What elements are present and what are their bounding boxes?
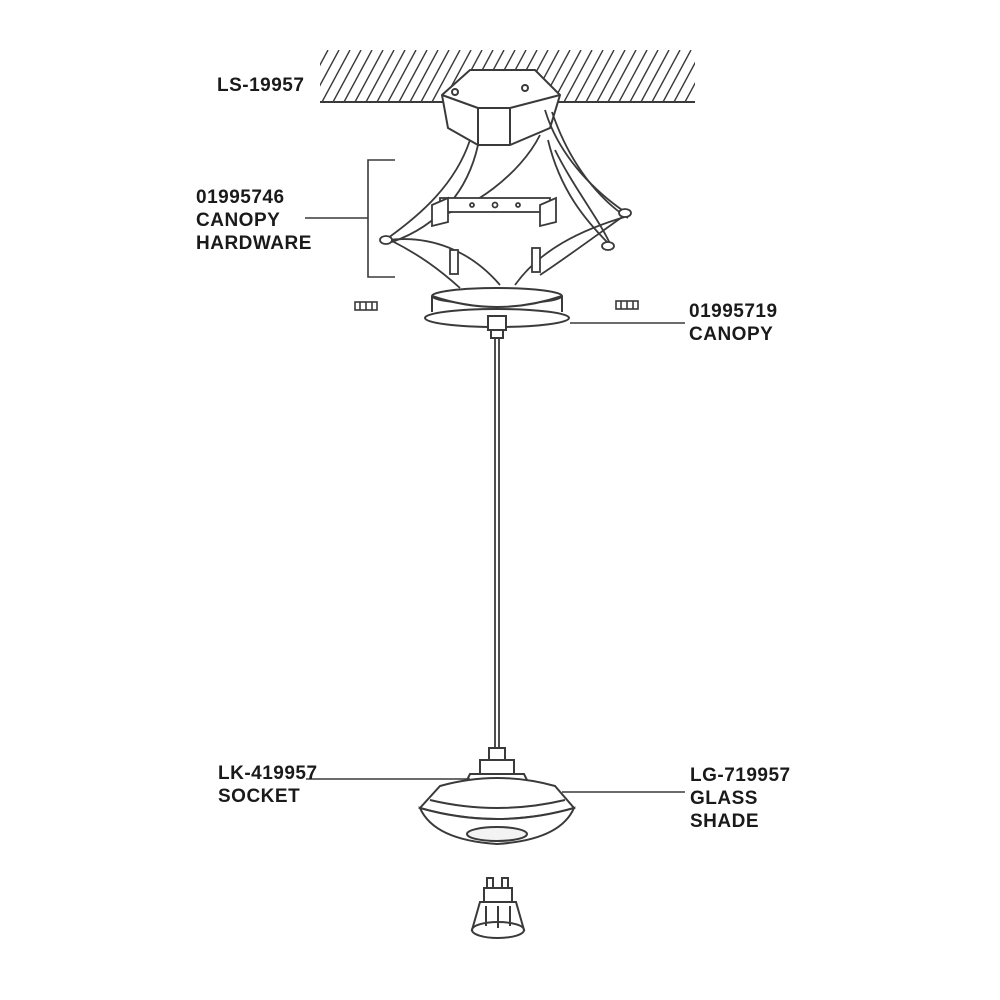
hatch-line xyxy=(596,50,626,102)
canopy-hardware-name-line1: CANOPY xyxy=(196,210,281,231)
hatch-line xyxy=(729,50,757,102)
socket-name: SOCKET xyxy=(218,786,301,807)
hatch-line xyxy=(321,50,351,102)
hatch-line xyxy=(662,50,692,102)
socket xyxy=(464,747,530,783)
canopy-label: 01995719 CANOPY xyxy=(689,300,778,346)
canopy-hardware xyxy=(379,109,632,289)
hatch-line xyxy=(420,50,450,102)
hatch-line xyxy=(365,50,395,102)
hatch-line xyxy=(354,50,384,102)
canopy-part-number: 01995719 xyxy=(689,301,778,322)
glass-shade-label: LG-719957 GLASS SHADE xyxy=(690,764,791,833)
ceiling-label: LS-19957 xyxy=(217,74,304,97)
socket-part-number: LK-419957 xyxy=(218,763,318,784)
glass-shade xyxy=(418,777,576,846)
gu10-bulb xyxy=(470,877,526,939)
hatch-line xyxy=(684,81,695,102)
hatch-line xyxy=(563,50,593,102)
hatch-line xyxy=(696,50,724,102)
hatch-line xyxy=(707,50,735,102)
canopy xyxy=(424,287,570,339)
hatch-line xyxy=(618,50,648,102)
leader-lines xyxy=(305,159,685,793)
hatch-line xyxy=(607,50,637,102)
hatch-line xyxy=(585,50,615,102)
hatch-line xyxy=(320,50,340,87)
ceiling-part-number: LS-19957 xyxy=(217,75,305,96)
canopy-name: CANOPY xyxy=(689,324,774,345)
canopy-hardware-label: 01995746 CANOPY HARDWARE xyxy=(196,186,312,255)
hatch-line xyxy=(651,50,681,102)
canopy-hardware-part-number: 01995746 xyxy=(196,187,285,208)
canopy-screw-left xyxy=(354,301,378,311)
hatch-line xyxy=(673,61,695,102)
glass-shade-name-line2: SHADE xyxy=(690,811,760,832)
hatch-line xyxy=(332,50,362,102)
suspension-cord xyxy=(494,338,500,748)
hatch-line xyxy=(387,50,417,102)
hatch-line xyxy=(574,50,604,102)
canopy-hardware-bracket xyxy=(367,159,395,278)
socket-label: LK-419957 SOCKET xyxy=(218,762,318,808)
hatch-line xyxy=(398,50,428,102)
mounting-box xyxy=(440,69,562,146)
hatch-line xyxy=(718,50,746,102)
hatch-line xyxy=(640,50,670,102)
hatch-line xyxy=(409,50,439,102)
hatch-line xyxy=(343,50,373,102)
hatch-line xyxy=(431,50,461,102)
hatch-line xyxy=(376,50,406,102)
hatch-line xyxy=(629,50,659,102)
glass-shade-name-line1: GLASS xyxy=(690,788,758,809)
hatch-line xyxy=(320,50,329,67)
glass-shade-part-number: LG-719957 xyxy=(690,765,791,786)
canopy-hardware-name-line2: HARDWARE xyxy=(196,233,312,254)
canopy-screw-right xyxy=(615,300,639,310)
